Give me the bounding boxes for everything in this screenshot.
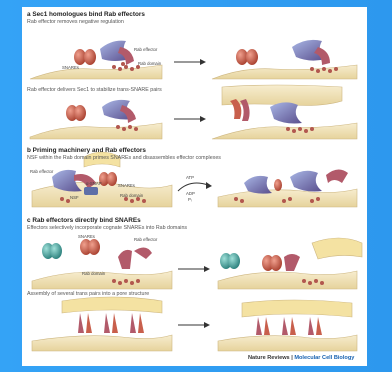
figure-panel: a Sec1 homologues bind Rab effectors Rab…	[22, 7, 367, 366]
section-b-rab-effector-label: Rab effector	[30, 169, 53, 174]
section-c-row2-arrow	[178, 322, 210, 328]
section-c-subtitle: Effectors selectively incorporate cognat…	[27, 225, 187, 231]
section-c-row1-arrow	[178, 266, 210, 272]
section-c-row2-left	[32, 297, 172, 351]
section-c-heading: c Rab effectors directly bind SNAREs	[27, 217, 141, 224]
section-a-rab-domain-label: Rab domain	[138, 61, 161, 66]
section-a-row2-left	[30, 100, 162, 139]
section-a-row2-right	[212, 85, 357, 139]
section-c-caption2: Assembly of several trans pairs into a p…	[27, 291, 149, 297]
section-a-subtitle: Rab effector removes negative regulation	[27, 19, 124, 25]
section-a-row2-arrow	[174, 116, 206, 122]
figure-credit: Nature Reviews | Molecular Cell Biology	[248, 355, 354, 361]
section-a-row1-right	[212, 40, 357, 79]
section-c-rab-domain-label: Rab domain	[82, 271, 105, 276]
diagram-artwork	[22, 7, 367, 366]
section-b-snares-label: SNAREs	[118, 183, 135, 188]
section-b-subtitle: NSF within the Rab domain primes SNAREs …	[27, 155, 221, 161]
section-b-atp-label: ATP	[186, 175, 194, 180]
credit-journal: Nature Reviews	[248, 355, 290, 361]
section-b-nsf-label: NSF	[70, 195, 79, 200]
section-a-snares-label: SNAREs	[62, 65, 79, 70]
section-b-pi-label: Pᵢ	[188, 197, 192, 202]
section-c-snares-label: SNAREs	[78, 234, 95, 239]
section-b-adp-label: ADP	[186, 191, 195, 196]
section-c-row1-left	[32, 239, 172, 289]
section-c-row2-right	[218, 300, 357, 351]
section-a-rab-effector-label: Rab effector	[134, 47, 157, 52]
section-b-rab-domain-label: Rab domain	[120, 193, 143, 198]
section-c-rab-effector-label: Rab effector	[134, 237, 157, 242]
section-b-alpha-snap-label: α-SNAP	[86, 181, 102, 186]
section-b-arrow	[178, 182, 212, 191]
section-b-right	[218, 169, 357, 207]
credit-subjournal: Molecular Cell Biology	[294, 355, 354, 361]
section-a-row1-arrow	[174, 59, 206, 65]
section-b-heading: b Priming machinery and Rab effectors	[27, 147, 146, 154]
section-a-heading: a Sec1 homologues bind Rab effectors	[27, 11, 145, 18]
section-c-row1-right	[218, 238, 362, 289]
section-a-caption2: Rab effector delivers Sec1 to stabilize …	[27, 87, 162, 93]
